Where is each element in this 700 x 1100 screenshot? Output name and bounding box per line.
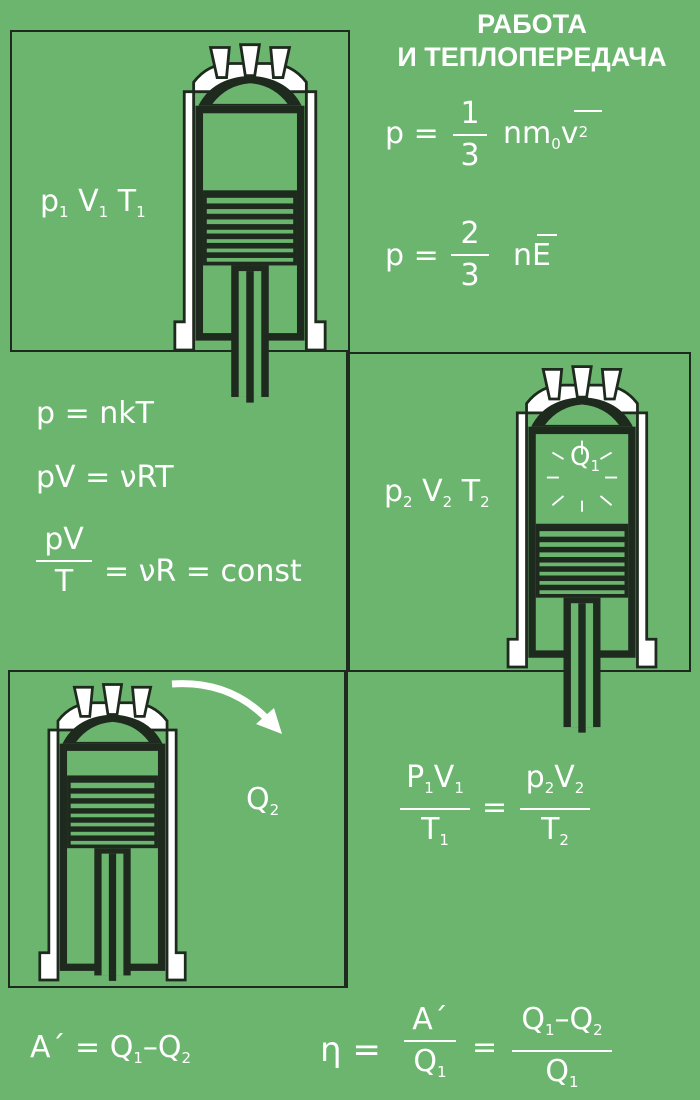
formula-pressure-energy-lhs: p = bbox=[385, 238, 439, 273]
panel-state2 bbox=[348, 352, 691, 672]
frac-den: 3 bbox=[460, 138, 480, 173]
panel-cooling bbox=[8, 670, 346, 988]
formula-ideal-gas-3-frac: pV T bbox=[36, 522, 92, 600]
overline-E bbox=[537, 234, 557, 236]
frac-num: 2 bbox=[460, 216, 480, 251]
formula-work: A´ = Q1–Q2 bbox=[30, 1030, 192, 1067]
formula-pressure-kinetic-frac: 1 3 bbox=[453, 96, 487, 174]
formula-ideal-gas-2: pV = νRT bbox=[36, 460, 174, 495]
frac-den: 3 bbox=[460, 258, 480, 293]
formula-pressure-energy-rhs: nE bbox=[513, 238, 551, 273]
state1-label: p1 V1 T1 bbox=[40, 184, 146, 221]
formula-clapeyron-left: P1V1 T1 bbox=[400, 760, 470, 858]
efficiency-equals: = bbox=[472, 1030, 498, 1065]
formula-ideal-gas-3-rhs: = νR = const bbox=[104, 554, 302, 589]
title-line1: РАБОТА bbox=[477, 9, 587, 39]
title-line2: И ТЕПЛОПЕРЕДАЧА bbox=[397, 42, 667, 72]
heat-out-arrow bbox=[171, 680, 282, 734]
formula-efficiency-frac2: Q1–Q2 Q1 bbox=[512, 1002, 612, 1100]
formula-pressure-energy-frac: 2 3 bbox=[451, 216, 489, 294]
frac-num: 1 bbox=[460, 96, 480, 131]
q1-label: Q1 bbox=[570, 442, 601, 475]
page-title: РАБОТА И ТЕПЛОПЕРЕДАЧА bbox=[372, 8, 692, 74]
divider-middle bbox=[346, 352, 348, 988]
formula-ideal-gas-1: p = nkT bbox=[36, 396, 154, 431]
state2-label: p2 V2 T2 bbox=[384, 474, 490, 511]
frac-den: T bbox=[54, 564, 74, 599]
cylinder-2 bbox=[506, 365, 658, 733]
q2-label: Q2 bbox=[246, 782, 280, 819]
cylinder-1 bbox=[173, 43, 327, 403]
overline-v2 bbox=[574, 110, 602, 112]
formula-pressure-kinetic-lhs: p = bbox=[385, 116, 439, 151]
formula-efficiency-frac1: A´ Q1 bbox=[404, 1002, 456, 1090]
formula-efficiency-eta: η = bbox=[320, 1030, 381, 1070]
frac-num: pV bbox=[44, 522, 84, 557]
formula-clapeyron-right: p2V2 T2 bbox=[520, 760, 590, 858]
formula-pressure-kinetic-rhs: nm0v2 bbox=[503, 116, 589, 153]
clapeyron-equals: = bbox=[482, 790, 508, 825]
